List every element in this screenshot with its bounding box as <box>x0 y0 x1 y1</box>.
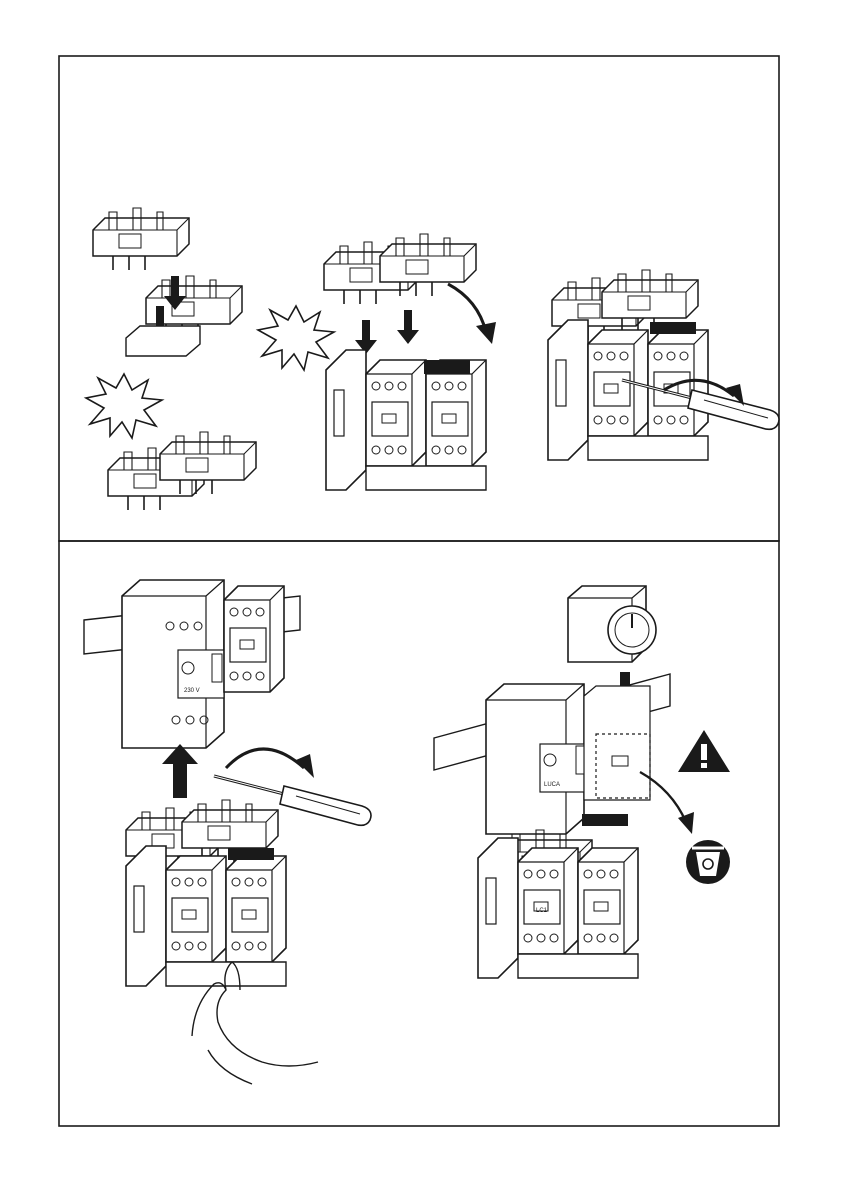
motor-starter: LUCA <box>486 684 650 834</box>
push-arrow-icon <box>162 744 198 798</box>
step-addon-module: LUCA LC1 <box>434 586 730 978</box>
panel-mounting-steps: 230 V <box>84 580 730 1084</box>
link-pair <box>324 234 476 304</box>
link-block-top <box>93 208 189 270</box>
link-block-base <box>126 326 200 356</box>
step-link-assembly <box>86 208 256 510</box>
step-link-insert <box>258 234 496 490</box>
step-starter-on-rail: 230 V <box>84 580 371 1084</box>
link-block-assembled <box>108 432 256 510</box>
warning-triangle-icon <box>678 730 730 772</box>
click-burst-icon <box>86 374 162 438</box>
timer-module <box>568 586 656 662</box>
recycle-bin-icon <box>686 840 730 884</box>
panel-assembly-steps <box>86 208 779 510</box>
click-burst-icon <box>258 306 334 370</box>
contactor-pair <box>126 846 286 986</box>
device-model-label: LUCA <box>544 782 560 788</box>
contactor-pair: LC1 <box>478 814 638 978</box>
rotate-arrow-icon <box>448 284 486 332</box>
contactor-marking-label: LC1 <box>536 908 548 914</box>
motor-starter: 230 V <box>122 580 284 748</box>
rotate-arrow-icon <box>226 749 304 768</box>
push-arrow-icon <box>355 310 419 354</box>
contactor-pair <box>548 320 708 460</box>
contactor-pair <box>326 350 486 490</box>
step-release <box>548 270 779 460</box>
device-rating-label: 230 V <box>184 688 200 694</box>
